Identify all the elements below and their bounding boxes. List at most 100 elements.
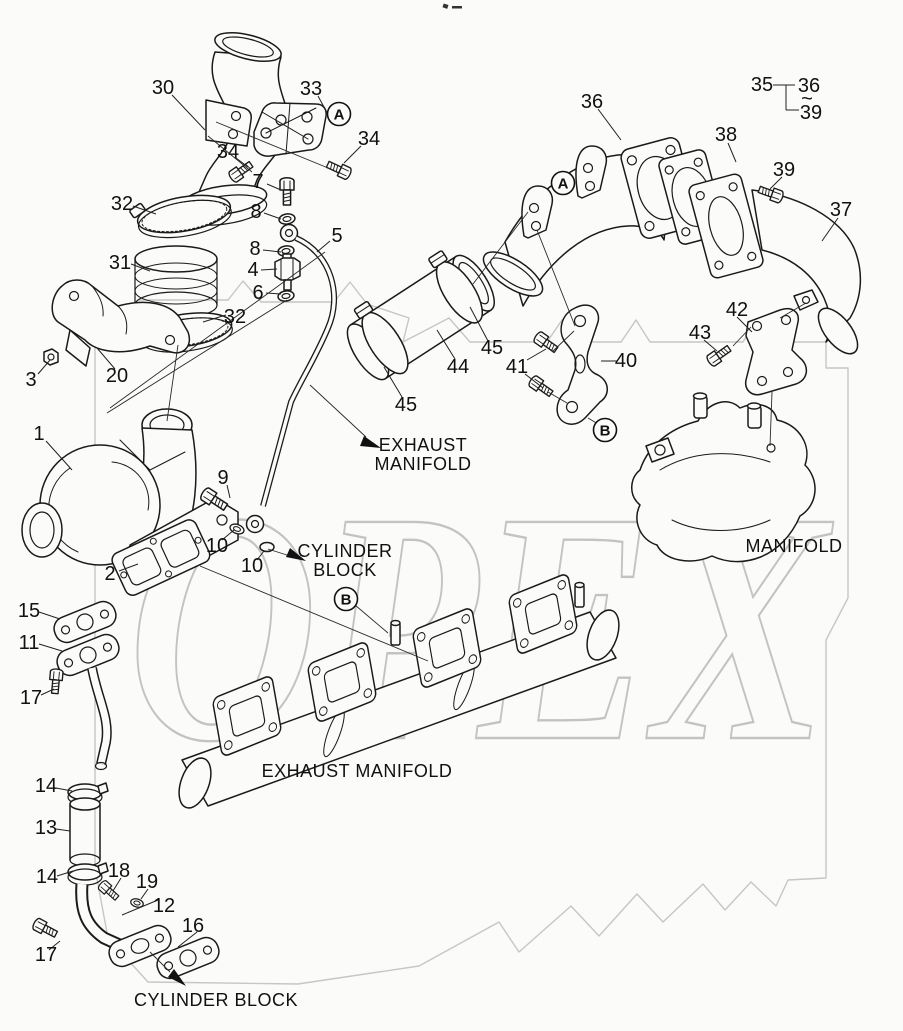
part-11-drain-flange-tube [56,633,120,771]
callout-5: 5 [331,225,342,247]
part-40-bracket [556,304,608,425]
callout-36: 36 [581,91,603,113]
callout-30: 30 [152,77,174,99]
callout-15: 15 [18,600,40,622]
callout-3: 3 [25,369,36,391]
assembly-lines [106,121,807,973]
cylinder-block-callout-line-1: CYLINDER [297,541,392,561]
part-13-hose [69,797,101,867]
legend-part-35: 35 [751,74,773,96]
exhaust-manifold-caption: EXHAUST MANIFOLD [262,761,453,781]
arrow-cylinder-block-mid [286,548,306,561]
part-manifold-right [631,392,816,563]
part-4-fitting [274,253,301,291]
manifold-caption: MANIFOLD [745,536,842,556]
part-14-clamp-lower [67,862,109,886]
callout-4: 4 [247,259,258,281]
part-exhaust-manifold [178,574,620,809]
callout-32: 32 [111,193,133,215]
callout-45: 45 [395,394,417,416]
part-5-oil-pipe [245,223,338,534]
callout-14: 14 [36,866,58,888]
callout-37: 37 [830,199,852,221]
part-20-bracket [51,279,191,367]
callout-33: 33 [300,78,322,100]
manifold-caption-line-1: MANIFOLD [745,536,842,556]
callout-34: 34 [358,128,380,150]
callout-1: 1 [33,423,44,445]
exhaust-manifold-callout-line-1: EXHAUST [379,435,468,455]
callout-10: 10 [241,555,263,577]
legend-group: 35 36 ~ 39 [751,74,822,124]
callout-42: 42 [726,299,748,321]
letter-B: B [600,423,611,440]
exhaust-manifold-caption-line-1: EXHAUST MANIFOLD [262,761,453,781]
callout-43: 43 [689,322,711,344]
callout-34: 34 [217,141,239,163]
callout-17: 17 [35,944,57,966]
part-34-bolt-right [324,157,354,182]
callout-40: 40 [615,350,637,372]
callout-8: 8 [249,238,260,260]
arrow-cylinder-block-bottom [168,969,186,986]
part-7-bolt [279,177,295,206]
circle-A [550,170,576,196]
callout-16: 16 [182,915,204,937]
callout-14: 14 [35,775,57,797]
part-10-oring [259,541,275,553]
part-30-intake-elbow [180,31,290,226]
callout-11: 11 [19,632,40,654]
arrow-exhaust-manifold [360,436,381,448]
cylinder-block-callout-line-2: BLOCK [313,560,377,580]
part-15-gasket [53,600,117,644]
part-43-bolt [704,342,734,369]
callout-9: 9 [217,467,228,489]
callout-32: 32 [224,306,246,328]
circled-letters: A A B B [326,101,618,612]
callout-20: 20 [106,365,128,387]
callout-8: 8 [250,201,261,223]
part-14-clamp-upper [67,782,109,806]
part-42-bracket [744,308,808,396]
part-17-bolt-lower [30,916,60,941]
callout-6: 6 [252,282,263,304]
callout-10: 10 [206,535,228,557]
part-44-hose [346,245,495,382]
part-16-gasket [156,936,220,980]
part-2-gasket [111,519,211,596]
part-32-clamp-upper [129,194,232,239]
cylinder-block-caption: CYLINDER BLOCK [134,990,298,1010]
callout-13: 13 [35,817,57,839]
circled-letter-A: A [550,170,576,196]
letter-A: A [334,107,345,124]
legend-range-end: 39 [800,102,822,124]
letter-B: B [341,592,352,609]
circle-A [326,101,352,127]
callout-45: 45 [481,337,503,359]
callout-7: 7 [252,171,263,193]
legend-range-start: 36 [798,75,820,97]
callout-12: 12 [153,895,175,917]
callout-19: 19 [136,871,158,893]
circle-B [592,417,618,443]
circled-letter-B: B [592,417,618,443]
callout-41: 41 [506,356,528,378]
callout-31: 31 [109,252,131,274]
callout-39: 39 [773,159,795,181]
callout-44: 44 [447,356,469,378]
letter-A: A [558,176,569,193]
callout-2: 2 [104,563,115,585]
part-3-nut [43,348,59,366]
part-12-drain-elbow [75,883,172,968]
cylinder-block-caption-line-1: CYLINDER BLOCK [134,990,298,1010]
circled-letter-B: B [333,586,359,612]
part-41-bolt-upper [531,329,561,356]
stray-page-marks [442,3,462,9]
callout-18: 18 [108,860,130,882]
